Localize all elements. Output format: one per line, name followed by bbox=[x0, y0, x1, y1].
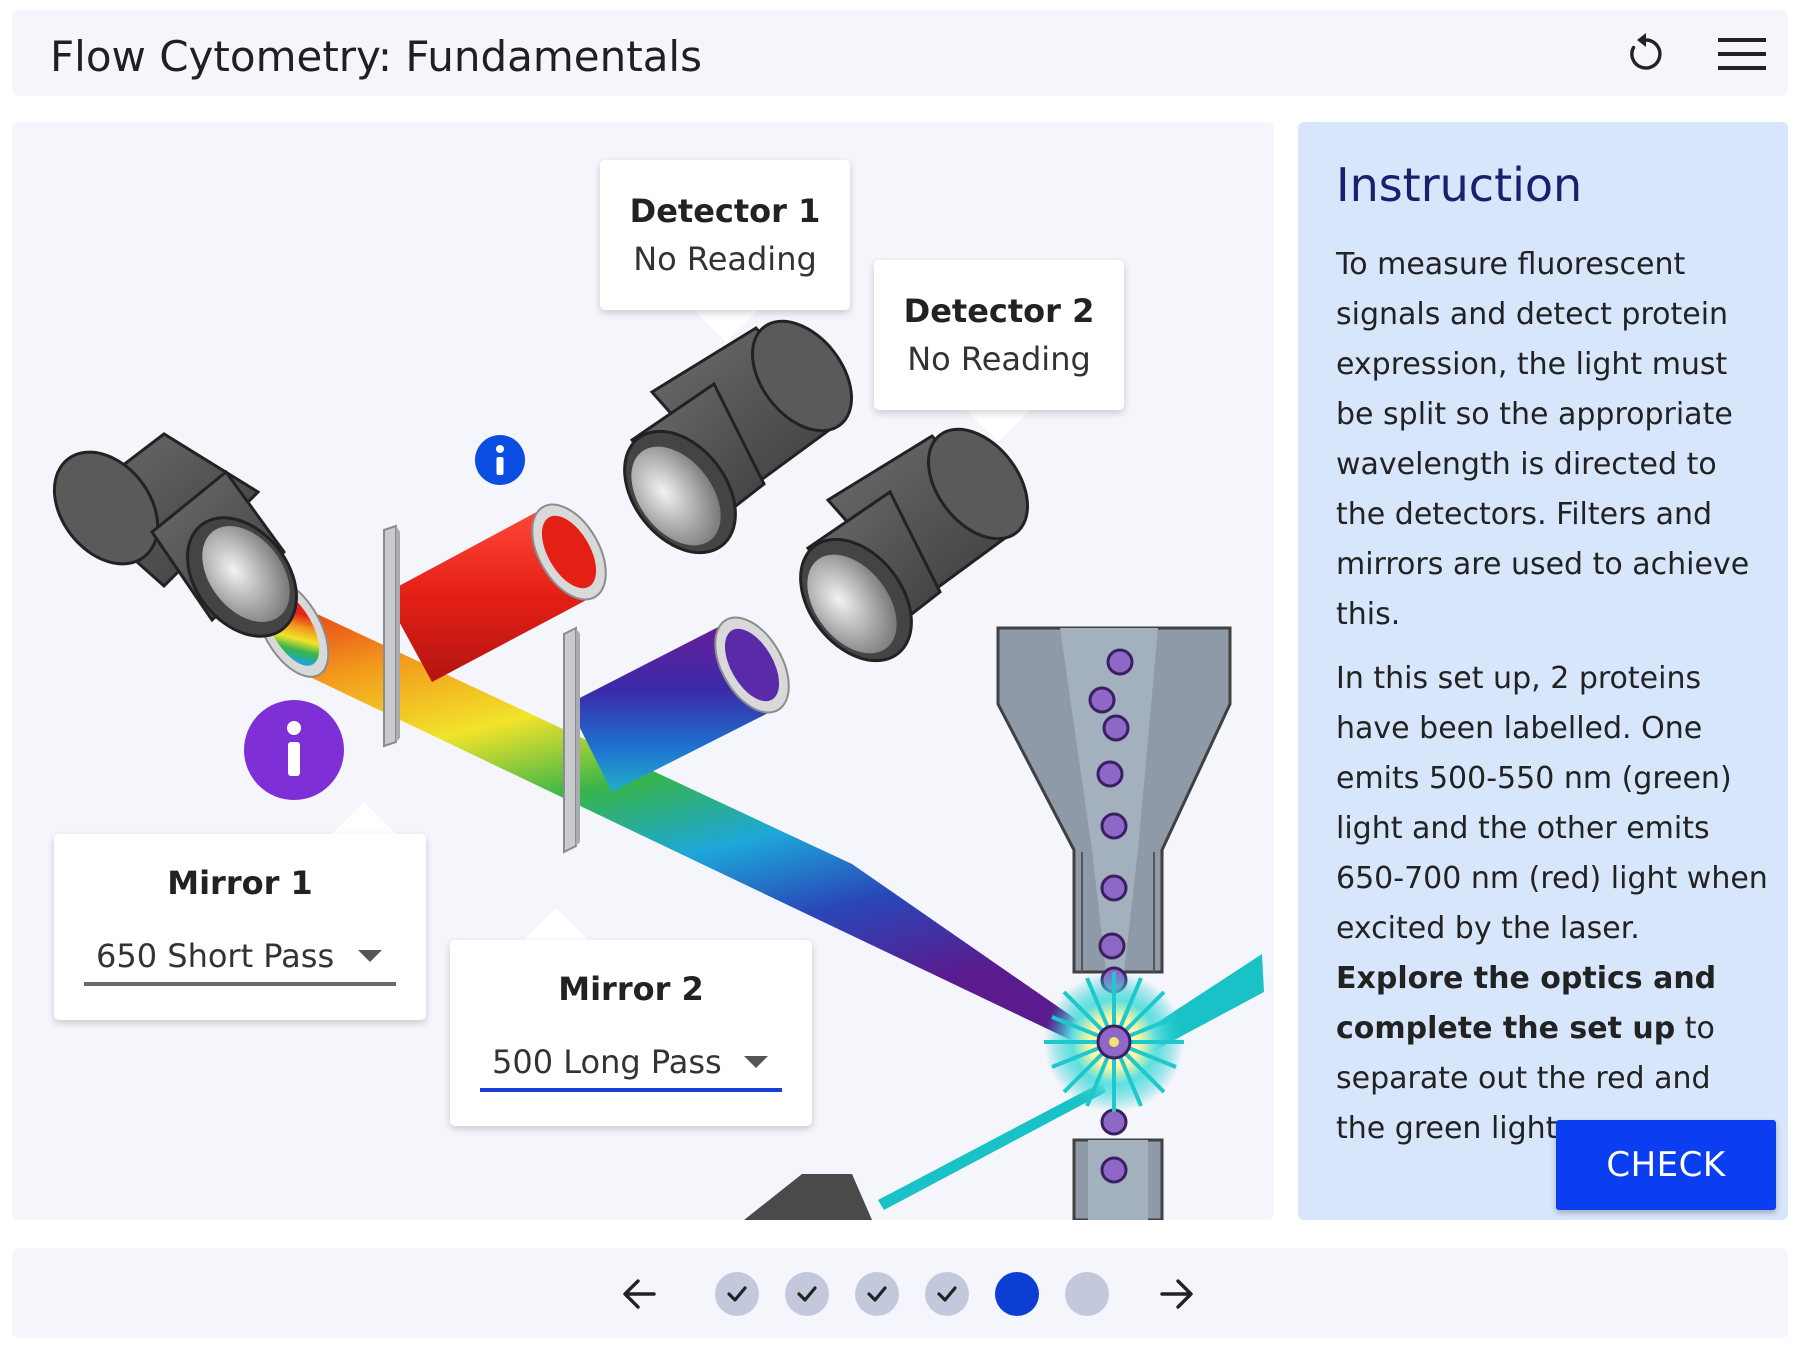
arrow-right-icon bbox=[1160, 1279, 1193, 1309]
mirror-1-plate[interactable] bbox=[383, 524, 400, 748]
laser-source bbox=[744, 1174, 872, 1220]
detector-2-card: Detector 2 No Reading bbox=[874, 260, 1124, 410]
mirror-1-dropdown[interactable]: 650 Short Pass bbox=[84, 930, 396, 986]
instruction-panel: Instruction To measure fluorescent signa… bbox=[1298, 122, 1788, 1220]
arrow-left-icon bbox=[623, 1279, 656, 1309]
app-title: Flow Cytometry: Fundamentals bbox=[50, 32, 702, 81]
hamburger-menu-icon bbox=[1718, 38, 1766, 70]
mirror-1-title: Mirror 1 bbox=[167, 864, 313, 902]
optics-diagram bbox=[52, 319, 1264, 1220]
checkmark-icon bbox=[727, 1286, 747, 1302]
mirror-2-title: Mirror 2 bbox=[558, 970, 704, 1008]
purple-beam-tube bbox=[568, 616, 790, 792]
step-navigation bbox=[12, 1248, 1788, 1338]
info-button-small[interactable] bbox=[475, 435, 525, 485]
detector-1-reading: No Reading bbox=[633, 240, 817, 278]
step-dot-1[interactable] bbox=[715, 1272, 759, 1316]
checkmark-icon bbox=[797, 1286, 817, 1302]
instruction-title: Instruction bbox=[1336, 158, 1583, 212]
dropdown-caret-icon bbox=[358, 950, 382, 962]
checkmark-icon bbox=[937, 1286, 957, 1302]
detector-2-title: Detector 2 bbox=[903, 292, 1095, 330]
detector-1-card: Detector 1 No Reading bbox=[600, 160, 850, 310]
detector-2-reading: No Reading bbox=[907, 340, 1091, 378]
dropdown-caret-icon bbox=[744, 1056, 768, 1068]
menu-button[interactable] bbox=[1712, 28, 1772, 80]
step-dot-2[interactable] bbox=[785, 1272, 829, 1316]
step-dot-5[interactable] bbox=[995, 1272, 1039, 1316]
flow-cell bbox=[996, 626, 1232, 1220]
laser-beam bbox=[878, 1082, 1106, 1210]
mirror-1-selected-value: 650 Short Pass bbox=[96, 937, 335, 975]
cell-stream bbox=[1088, 648, 1134, 1184]
detector-2-camera bbox=[799, 427, 1030, 663]
emission-beam bbox=[270, 592, 1106, 1054]
mirror-2-selected-value: 500 Long Pass bbox=[492, 1043, 722, 1081]
mirror-2-card: Mirror 2 500 Long Pass bbox=[450, 940, 812, 1126]
step-dot-4[interactable] bbox=[925, 1272, 969, 1316]
mirror-2-plate[interactable] bbox=[563, 626, 580, 854]
detector-1-title: Detector 1 bbox=[629, 192, 821, 230]
mirror-1-card: Mirror 1 650 Short Pass bbox=[54, 834, 426, 1020]
excitation-flash bbox=[1044, 972, 1184, 1112]
reset-button[interactable] bbox=[1620, 28, 1672, 80]
next-step-button[interactable] bbox=[1154, 1272, 1198, 1316]
info-button-large[interactable] bbox=[244, 700, 344, 800]
check-button[interactable]: CHECK bbox=[1556, 1120, 1776, 1210]
previous-step-button[interactable] bbox=[618, 1272, 662, 1316]
detector-1-camera bbox=[623, 319, 854, 555]
side-scatter-detector bbox=[52, 432, 298, 638]
step-dot-3[interactable] bbox=[855, 1272, 899, 1316]
step-dot-6[interactable] bbox=[1065, 1272, 1109, 1316]
instruction-paragraph-1: To measure fluorescent signals and detec… bbox=[1336, 247, 1750, 632]
checkmark-icon bbox=[867, 1286, 887, 1302]
instruction-body: To measure fluorescent signals and detec… bbox=[1336, 240, 1768, 1154]
red-beam-tube bbox=[384, 503, 607, 682]
reset-icon bbox=[1630, 33, 1662, 70]
mirror-2-dropdown[interactable]: 500 Long Pass bbox=[480, 1036, 782, 1092]
simulation-stage: Detector 1 No Reading Detector 2 No Read… bbox=[12, 122, 1274, 1220]
instruction-paragraph-2: In this set up, 2 proteins have been lab… bbox=[1336, 661, 1768, 1146]
app-header: Flow Cytometry: Fundamentals bbox=[12, 10, 1788, 96]
